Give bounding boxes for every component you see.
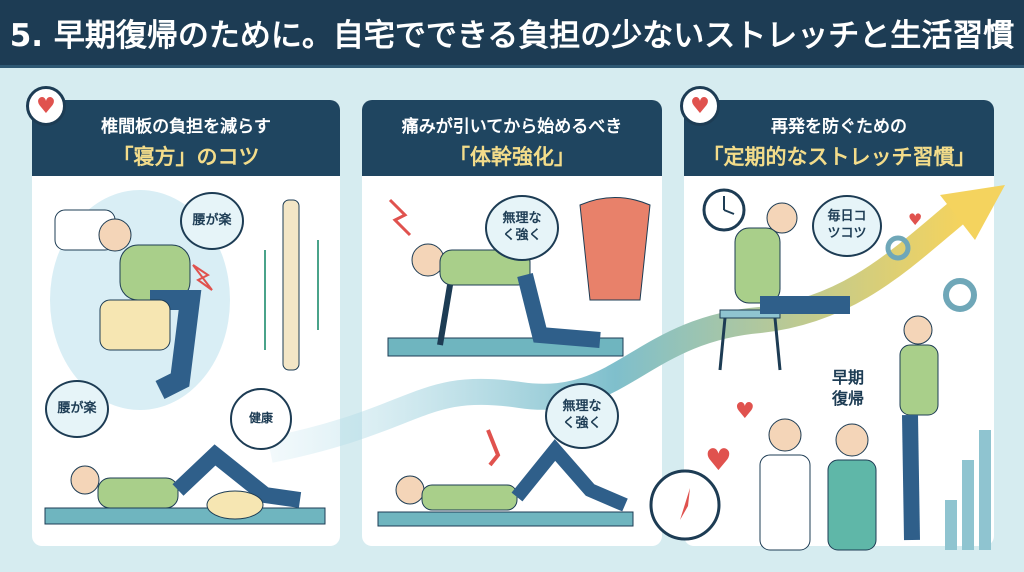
heart-icon: ♥ [680, 86, 720, 126]
mat [44, 507, 326, 525]
doctor [759, 454, 811, 551]
speech-bubble: 無理なく強く [545, 383, 619, 449]
heart-icon: ♥ [908, 210, 922, 229]
abdominal-muscles-icon [579, 197, 651, 301]
panel-subtitle: 再発を防ぐための [771, 117, 907, 137]
page-title: 5. 早期復帰のために。自宅でできる負担の少ないストレッチと生活習慣 [0, 0, 1024, 68]
gear-icon [943, 278, 977, 312]
gear-icon [885, 235, 911, 261]
spine-icon [282, 199, 300, 371]
early-recovery-label: 早期復帰 [832, 368, 865, 408]
panel-core: 痛みが引いてから始めるべき 「体幹強化」 [362, 100, 662, 546]
speech-bubble: 腰が楽 [45, 380, 109, 438]
panel-title: 「体幹強化」 [449, 145, 575, 169]
bar-chart-icon [945, 430, 991, 550]
panel-title: 「寝方」のコツ [112, 145, 260, 169]
speech-bubble: 腰が楽 [180, 192, 244, 250]
heart-icon: ♥ [26, 86, 66, 126]
progress-arrow [267, 200, 969, 463]
panel-header: 痛みが引いてから始めるべき 「体幹強化」 [362, 100, 662, 176]
speech-bubble: 無理なく強く [485, 195, 559, 261]
heart-icon: ♥ [735, 399, 755, 424]
panel-header: 再発を防ぐための 「定期的なストレッチ習慣」 [684, 100, 994, 176]
nurse [827, 459, 877, 551]
stopwatch-label: 健康 [230, 388, 292, 450]
panel-header: 椎間板の負担を減らす 「寝方」のコツ [32, 100, 340, 176]
mat [377, 511, 634, 527]
panel-subtitle: 椎間板の負担を減らす [101, 117, 271, 137]
arrow-head-icon [940, 185, 1005, 240]
speech-bubble: 毎日コツコツ [812, 195, 882, 257]
panel-subtitle: 痛みが引いてから始めるべき [401, 117, 623, 137]
heart-icon: ♥ [705, 443, 732, 478]
panel-title: 「定期的なストレッチ習慣」 [702, 145, 976, 169]
